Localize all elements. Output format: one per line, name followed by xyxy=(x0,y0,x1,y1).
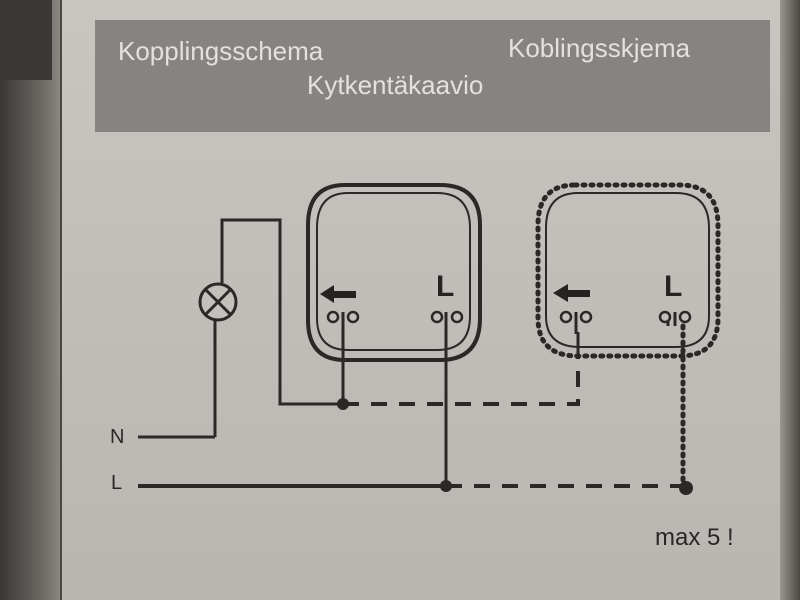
header-title-swedish: Kopplingsschema xyxy=(118,36,324,66)
header-title-norwegian: Koblingsskjema xyxy=(508,33,691,63)
header-title-finnish: Kytkentäkaavio xyxy=(307,70,484,100)
right-page-edge xyxy=(780,0,800,600)
switch-1-l-label: L xyxy=(436,270,455,303)
neutral-label: N xyxy=(110,426,125,448)
max-switches-note: max 5 ! xyxy=(655,524,734,551)
traveller-dashed-wire xyxy=(343,355,580,406)
terminal-screw xyxy=(430,310,444,324)
header-band xyxy=(95,20,770,132)
switch-2-body xyxy=(535,182,721,359)
terminal-screw xyxy=(579,310,593,324)
line-label: L xyxy=(111,472,123,494)
terminal-screw xyxy=(450,310,464,324)
lamp-wire-top xyxy=(220,218,343,406)
left-arrow-icon xyxy=(320,285,356,303)
switch-1-body xyxy=(306,183,482,362)
junction-dot xyxy=(440,480,452,492)
left-arrow-icon xyxy=(553,284,590,302)
terminal-screw xyxy=(346,310,360,324)
switch-1-inner-outline xyxy=(316,192,471,351)
junction-dot xyxy=(337,398,349,410)
terminal-screw xyxy=(559,310,573,324)
terminal-screw xyxy=(658,310,672,324)
terminal-screw xyxy=(326,310,340,324)
lamp-icon xyxy=(198,282,238,322)
left-page-edge xyxy=(0,0,60,600)
terminal-screw xyxy=(678,310,692,324)
switch-2-inner-outline xyxy=(545,192,710,348)
left-page-tab xyxy=(0,0,52,80)
junction-dot xyxy=(679,481,693,495)
switch-2-l-label: L xyxy=(664,270,683,303)
